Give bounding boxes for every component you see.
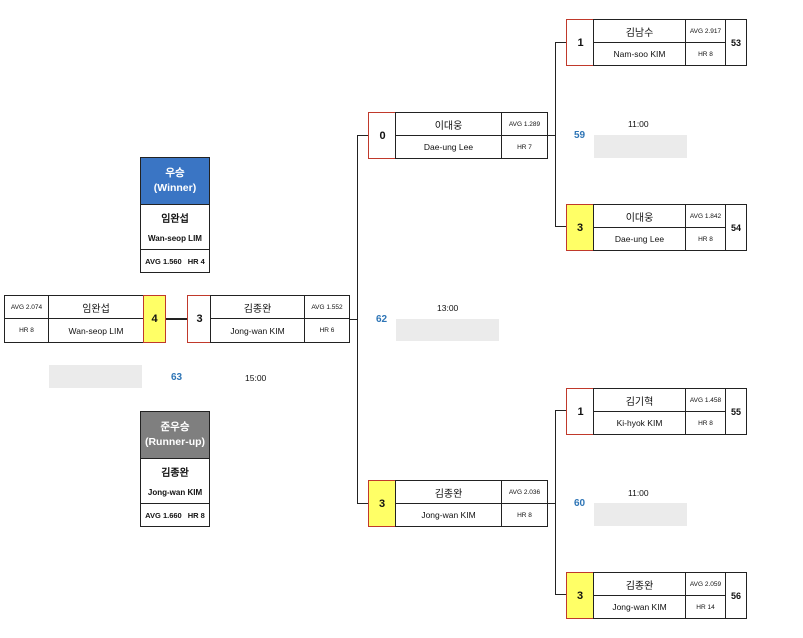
qf-top-bracket-v [555,42,556,227]
final-placeholder [49,365,142,388]
final-right-name-ko: 김종완 [211,296,305,319]
final-connector [166,318,188,320]
qf-top-b-game-slot: 54 [730,222,741,233]
qf-bottom-b-hr: HR 14 [686,596,726,618]
semi-placeholder [396,319,499,341]
qf-bottom-b-name-en: Jong-wan KIM [594,596,686,618]
qf-bottom-a-avg: AVG 1.458 [686,389,726,412]
semi-top-player: 이대웅 Dae-ung Lee AVG 1.289 HR 7 [395,112,548,159]
qf-top-a-name-ko: 김남수 [594,20,686,43]
final-left-score: 4 [143,295,166,343]
runner-up-stats: AVG 1.660 HR 8 [141,504,209,526]
qf-bottom-bracket-v [555,410,556,595]
qf-bottom-b-player: 김종완 Jong-wan KIM AVG 2.059 HR 14 56 [593,572,747,619]
qf-bottom-a-hr: HR 8 [686,412,726,434]
semi-top-name-ko: 이대웅 [396,113,502,136]
runner-up-hr: HR 8 [187,510,205,520]
qf-top-a-hr: HR 8 [686,43,726,65]
semi-bracket-v [357,135,358,504]
final-time: 15:00 [245,373,267,383]
qf-top-a-player: 김남수 Nam-soo KIM AVG 2.917 HR 8 53 [593,19,747,66]
semi-bottom-name-en: Jong-wan KIM [396,504,502,526]
final-bracket-h [350,319,358,320]
qf-bottom-a-game-slot: 55 [730,406,741,417]
qf-bottom-a-score: 1 [566,388,594,435]
semi-top-hr: HR 7 [517,143,532,151]
semi-bottom-score: 3 [368,480,396,527]
qf-bottom-bracket-b-h [555,594,566,595]
qf-bottom-a-name-en: Ki-hyok KIM [594,412,686,434]
qf-top-b-name-ko: 이대웅 [594,205,686,228]
qf-bottom-placeholder [594,503,687,526]
runner-up-avg: AVG 1.660 [145,510,182,520]
qf-top-a-avg: AVG 2.917 [686,20,726,43]
semi-top-score: 0 [368,112,396,159]
final-right-score: 3 [187,295,211,343]
final-left-player: AVG 2.074 HR 8 임완섭 Wan-seop LIM [4,295,144,343]
qf-top-time: 11:00 [628,119,649,129]
qf-bottom-b-avg: AVG 2.059 [686,573,726,596]
winner-box: 우승 (Winner) 임완섭 Wan-seop LIM AVG 1.560 H… [140,157,210,273]
winner-name-en: Wan-seop LIM [141,228,209,250]
semi-bottom-hr: HR 8 [517,511,532,519]
semi-top-name-en: Dae-ung Lee [396,136,502,158]
final-right-avg: AVG 1.552 [305,296,349,319]
qf-bottom-bracket-a-h [555,410,566,411]
final-right-name-en: Jong-wan KIM [211,319,305,342]
qf-top-a-score: 1 [566,19,594,66]
qf-bottom-b-game-slot: 56 [730,590,741,601]
qf-top-bracket-b-h [555,226,566,227]
runner-up-name-en: Jong-wan KIM [141,482,209,504]
qf-bottom-a-player: 김기혁 Ki-hyok KIM AVG 1.458 HR 8 55 [593,388,747,435]
final-left-name-ko: 임완섭 [49,296,143,319]
qf-top-a-name-en: Nam-soo KIM [594,43,686,65]
semi-bracket-top-h [357,135,368,136]
final-left-name-en: Wan-seop LIM [68,325,124,336]
final-right-hr: HR 6 [319,327,335,334]
qf-bottom-time: 11:00 [628,488,649,498]
semi-bottom-player: 김종완 Jong-wan KIM AVG 2.036 HR 8 [395,480,548,527]
qf-bottom-game-number: 60 [574,498,586,509]
final-game-number: 63 [171,372,183,383]
semi-top-avg: AVG 1.289 [502,113,547,136]
semi-game-number: 62 [376,314,388,325]
runner-up-box: 준우승 (Runner-up) 김종완 Jong-wan KIM AVG 1.6… [140,411,210,527]
qf-top-bracket-a-h [555,42,566,43]
qf-bottom-b-name-ko: 김종완 [594,573,686,596]
qf-bottom-a-name-ko: 김기혁 [594,389,686,412]
qf-top-b-avg: AVG 1.842 [686,205,726,228]
runner-up-header: 준우승 (Runner-up) [141,412,209,459]
winner-hr: HR 4 [187,256,205,266]
qf-top-b-player: 이대웅 Dae-ung Lee AVG 1.842 HR 8 54 [593,204,747,251]
qf-top-a-game-slot: 53 [730,37,741,48]
winner-header: 우승 (Winner) [141,158,209,205]
semi-bottom-out-h [548,503,556,504]
semi-bracket-bottom-h [357,503,368,504]
winner-name-ko: 임완섭 [161,213,189,225]
qf-top-b-hr: HR 8 [686,228,726,250]
winner-stats: AVG 1.560 HR 4 [141,250,209,272]
semi-time: 13:00 [437,303,459,313]
semi-bottom-name-ko: 김종완 [396,481,502,504]
qf-top-b-name-en: Dae-ung Lee [594,228,686,250]
winner-avg: AVG 1.560 [145,256,182,266]
qf-top-b-score: 3 [566,204,594,251]
qf-bottom-b-score: 3 [566,572,594,619]
final-left-avg: AVG 2.074 [5,296,49,319]
qf-top-game-number: 59 [574,130,586,141]
semi-top-out-h [548,135,556,136]
semi-bottom-avg: AVG 2.036 [502,481,547,504]
final-left-hr: HR 8 [5,319,49,342]
final-right-player: 김종완 Jong-wan KIM AVG 1.552 HR 6 [210,295,350,343]
runner-up-name-ko: 김종완 [161,467,189,479]
qf-top-placeholder [594,135,687,158]
